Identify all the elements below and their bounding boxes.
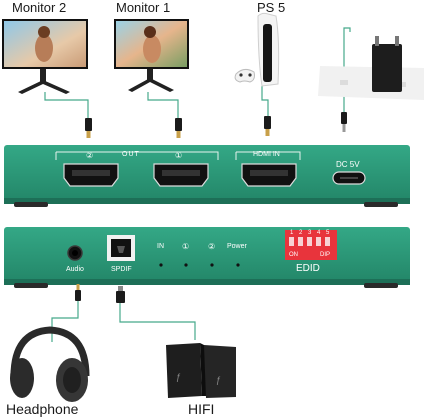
led-power-label: Power	[227, 243, 247, 250]
led-in	[159, 263, 163, 267]
back-panel	[4, 227, 410, 288]
ps5-label: PS 5	[257, 0, 286, 15]
dip-number-1: 1	[290, 230, 294, 236]
svg-text:ƒ: ƒ	[176, 372, 181, 382]
spdif-label: SPDIF	[111, 266, 132, 273]
hdmi-in-label: HDMI IN	[253, 151, 280, 158]
led-1-label: ①	[182, 242, 190, 251]
dip-on-label: ON	[289, 252, 298, 258]
edid-dip-switch	[285, 230, 337, 260]
spdif-plug	[116, 286, 125, 303]
front-panel	[4, 145, 410, 207]
power-adapter-icon	[318, 36, 424, 132]
hdmi-plug-monitor-1	[175, 118, 182, 138]
audio-jack	[67, 245, 83, 261]
dip-number-4: 4	[317, 230, 321, 236]
monitor-1-label: Monitor 1	[116, 0, 171, 15]
svg-text:ƒ: ƒ	[216, 375, 221, 385]
dip-number-5: 5	[326, 230, 330, 236]
hifi-speakers-icon: ƒ ƒ	[166, 343, 236, 398]
led-2-label: ②	[208, 242, 216, 251]
hdmi-plug-ps5	[264, 116, 271, 136]
hdmi-in-port	[241, 163, 297, 187]
ps5-icon	[234, 12, 280, 87]
audio-plug	[75, 284, 81, 301]
monitor-2-icon	[2, 19, 88, 94]
dip-number-2: 2	[299, 230, 303, 236]
dc-5v-label: DC 5V	[336, 160, 360, 169]
hdmi-out-port-2	[63, 163, 119, 187]
led-power	[236, 263, 240, 267]
out-port-2-number: ②	[86, 151, 94, 160]
led-1	[184, 263, 188, 267]
out-label: OUT	[122, 151, 140, 158]
hdmi-plug-monitor-2	[85, 118, 92, 138]
out-port-1-number: ①	[175, 151, 183, 160]
dc-5v-port	[332, 171, 366, 185]
dip-dip-label: DIP	[320, 252, 331, 258]
headphone-label: Headphone	[6, 401, 79, 417]
led-in-label: IN	[157, 243, 164, 250]
dip-number-3: 3	[308, 230, 312, 236]
audio-label: Audio	[66, 266, 84, 273]
headphone-icon	[10, 326, 90, 402]
monitor-2-label: Monitor 2	[12, 0, 67, 15]
edid-label: EDID	[296, 263, 320, 274]
spdif-port	[107, 235, 135, 261]
monitor-1-icon	[114, 19, 189, 92]
hifi-label: HIFI	[188, 401, 215, 417]
led-2	[210, 263, 214, 267]
hdmi-out-port-1	[153, 163, 209, 187]
